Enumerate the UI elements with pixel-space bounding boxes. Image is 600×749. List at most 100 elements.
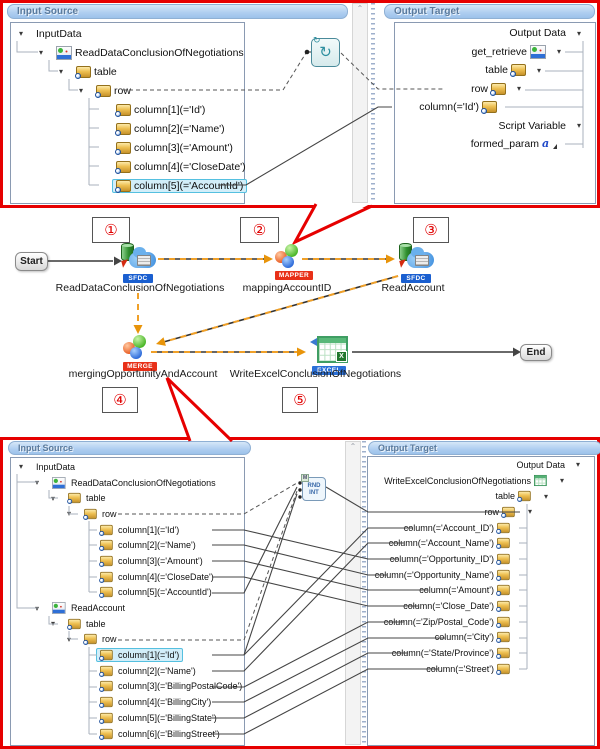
dropdown-icon[interactable]: ▾	[543, 491, 548, 501]
tree-item[interactable]: column(='Id')	[395, 98, 593, 117]
tree-item[interactable]: column[1](='Id')	[11, 647, 241, 663]
dropdown-icon[interactable]: ▾	[576, 28, 581, 38]
tree-item[interactable]: WriteExcelConclusionOfNegotiations ▾	[368, 473, 592, 489]
dropdown-icon[interactable]: ▾	[536, 65, 541, 75]
tree-item[interactable]: ▾InputData	[11, 24, 241, 43]
tree-item[interactable]: column(='Zip/Postal_Code')	[368, 614, 592, 630]
output-target-header: Output Target	[368, 441, 600, 455]
tree-item[interactable]: column[1](='Id')	[11, 522, 241, 538]
tree-item[interactable]: column(='Opportunity_ID')	[368, 551, 592, 567]
function-tab: M	[301, 474, 310, 482]
tree-item[interactable]: ▾row	[11, 632, 241, 648]
tree-item[interactable]: ▾ReadDataConclusionOfNegotiations	[11, 43, 244, 62]
expander-icon[interactable]: ▾	[59, 67, 64, 76]
tree-item-label: column[5](='BillingState')	[118, 712, 217, 723]
dropdown-icon[interactable]: ▾	[559, 476, 564, 486]
tree-item[interactable]: Script Variable▾	[395, 117, 593, 136]
tree-item[interactable]: column[5](='AccountId')	[11, 176, 248, 195]
expander-icon[interactable]: ▾	[51, 619, 56, 629]
expander-icon[interactable]: ▾	[79, 86, 84, 95]
dropdown-icon[interactable]: ▾	[576, 121, 581, 131]
tree-item[interactable]: column[3](='BillingPostalCode')	[11, 679, 242, 695]
tree-item[interactable]: column(='Street')	[368, 661, 592, 677]
dropdown-icon[interactable]: ▾	[527, 507, 532, 517]
tree-item[interactable]: column(='Opportunity_Name')	[368, 567, 592, 583]
tree-item[interactable]: column[4](='BillingCity')	[11, 694, 241, 710]
panel-splitter[interactable]	[362, 441, 366, 743]
tree-item[interactable]: column[5](='BillingState')	[11, 710, 241, 726]
tree-item[interactable]: column(='Account_ID')	[368, 520, 592, 536]
tree-item[interactable]: ▾InputData	[11, 459, 241, 475]
tree-item[interactable]: Output Data▾	[368, 457, 592, 473]
expander-icon[interactable]: ▾	[19, 29, 24, 38]
dropdown-icon[interactable]: ▾	[575, 460, 580, 470]
mapper-badge: MAPPER	[275, 271, 313, 280]
column-icon	[496, 585, 510, 597]
flow-node-merging[interactable]: MERGE	[123, 335, 157, 371]
tree-item-label: column[1](='Id')	[134, 103, 206, 116]
tree-item[interactable]: ▾table	[11, 490, 241, 506]
expander-icon[interactable]: ▾	[35, 478, 40, 488]
dropdown-icon[interactable]: ▾	[516, 84, 521, 94]
tree-item[interactable]: table▾	[395, 61, 593, 80]
expander-icon[interactable]: ▾	[35, 603, 40, 613]
tree-item[interactable]: ▾table	[11, 616, 241, 632]
output-target-tree: Output Data▾WriteExcelConclusionOfNegoti…	[368, 457, 592, 677]
tree-item[interactable]: column[2](='Name')	[11, 537, 241, 553]
merge-function-node[interactable]: M RND INT	[301, 474, 326, 501]
tree-item[interactable]: Output Data▾	[395, 24, 593, 43]
tree-item[interactable]: row▾	[395, 80, 593, 99]
step-number-5: ⑤	[282, 387, 318, 413]
tree-item-label: WriteExcelConclusionOfNegotiations	[384, 475, 531, 486]
tree-item[interactable]: ▾row	[11, 506, 241, 522]
tree-item-label: column(='Account_Name')	[388, 538, 494, 549]
tree-item[interactable]: ▾ReadDataConclusionOfNegotiations	[11, 475, 241, 491]
tree-item-label: get_retrieve	[471, 45, 527, 58]
tree-item[interactable]: column(='State/Province')	[368, 645, 592, 661]
tree-item-label: column(='City')	[434, 632, 494, 643]
tree-item[interactable]: column[1](='Id')	[11, 100, 241, 119]
column-icon	[99, 681, 113, 693]
column-icon	[115, 141, 131, 155]
tree-item[interactable]: column[6](='BillingStreet')	[11, 726, 241, 742]
flow-node-mapping-account-id[interactable]: MAPPER	[275, 244, 313, 280]
tree-item[interactable]: column(='Account_Name')	[368, 535, 592, 551]
flow-node-label: ReadDataConclusionOfNegotiations	[55, 282, 225, 294]
panel-splitter[interactable]	[371, 3, 375, 201]
tree-item[interactable]: column[3](='Amount')	[11, 138, 241, 157]
tree-item[interactable]: column(='City')	[368, 630, 592, 646]
start-node[interactable]: Start	[15, 252, 48, 271]
vertical-scrollbar[interactable]: ⌃	[345, 441, 361, 745]
tree-item[interactable]: row▾	[368, 504, 592, 520]
tree-item[interactable]: table▾	[368, 488, 592, 504]
expander-icon[interactable]: ▾	[67, 634, 72, 644]
expander-icon[interactable]: ▾	[19, 462, 24, 472]
flow-node-read-account-sfdc[interactable]: SFDC	[397, 243, 435, 283]
expander-icon[interactable]: ▾	[39, 48, 44, 57]
tree-item[interactable]: column[5](='AccountId')	[11, 585, 241, 601]
tree-item[interactable]: column[4](='CloseDate')	[11, 569, 241, 585]
mapper-function-node[interactable]: ↻ ↻	[311, 36, 340, 67]
table-icon	[67, 493, 81, 505]
column-icon	[496, 553, 510, 565]
scroll-up-icon[interactable]: ⌃	[356, 4, 364, 13]
tree-item[interactable]: column(='Amount')	[368, 583, 592, 599]
tree-item[interactable]: column[2](='Name')	[11, 119, 241, 138]
expander-icon[interactable]: ▾	[51, 493, 56, 503]
flow-node-label: WriteExcelConclusionOfNegotiations	[229, 368, 402, 380]
scroll-up-icon[interactable]: ⌃	[349, 442, 357, 451]
tree-item[interactable]: ▾table	[11, 62, 241, 81]
tree-item[interactable]: ▾ReadAccount	[11, 600, 241, 616]
tree-item[interactable]: ▾row	[11, 81, 241, 100]
tree-item[interactable]: column[4](='CloseDate')	[11, 157, 246, 176]
end-node[interactable]: End	[520, 344, 552, 361]
tree-item[interactable]: column(='Close_Date')	[368, 598, 592, 614]
expander-icon[interactable]: ▾	[67, 509, 72, 519]
flow-node-read-data-sfdc[interactable]: SFDC	[119, 243, 157, 283]
vertical-scrollbar[interactable]: ⌃	[352, 3, 368, 203]
tree-item[interactable]: column[2](='Name')	[11, 663, 241, 679]
tree-item[interactable]: get_retrieve ▾	[395, 43, 593, 62]
tree-item[interactable]: column[3](='Amount')	[11, 553, 241, 569]
dropdown-icon[interactable]: ▾	[556, 47, 561, 57]
